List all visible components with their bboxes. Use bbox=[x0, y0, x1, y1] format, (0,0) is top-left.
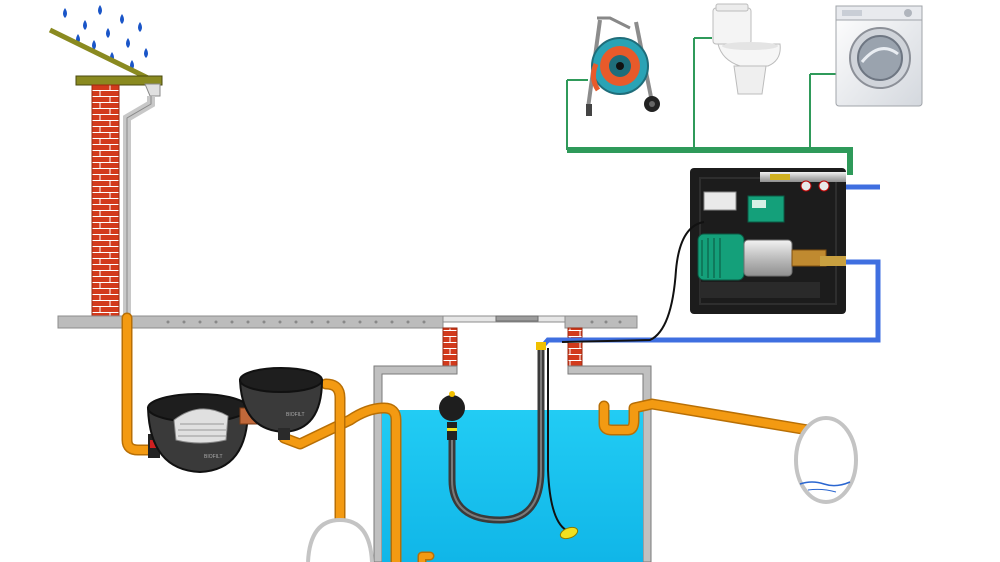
toilet-icon bbox=[712, 3, 781, 95]
roof-edge bbox=[48, 27, 163, 86]
green-supply-manifold bbox=[566, 37, 853, 175]
rainwater-pump-unit bbox=[561, 168, 846, 343]
infiltration-sump bbox=[306, 517, 374, 562]
garden-hose-reel-icon bbox=[586, 16, 660, 116]
rain-drops bbox=[63, 5, 148, 70]
brick-pillar-left bbox=[442, 327, 458, 367]
washing-machine-icon bbox=[835, 5, 923, 107]
soakaway-sump bbox=[794, 416, 858, 504]
leaf-filter-1: BIOFILT bbox=[146, 393, 250, 474]
filter-brand-label-1: BIOFILT bbox=[204, 454, 223, 460]
float-ball bbox=[439, 395, 465, 421]
brick-wall bbox=[91, 84, 120, 321]
leaf-filter-2: BIOFILT bbox=[238, 367, 324, 440]
rainwater-downpipe bbox=[123, 83, 161, 318]
filter-brand-label-2: BIOFILT bbox=[286, 412, 305, 418]
orange-pipes bbox=[121, 312, 814, 562]
float-switch bbox=[547, 348, 579, 540]
ground-surface bbox=[57, 315, 638, 329]
tank-water bbox=[382, 410, 643, 562]
underground-tank bbox=[373, 365, 652, 562]
floating-suction-hose bbox=[439, 348, 545, 524]
brick-pillar-right bbox=[567, 327, 583, 367]
